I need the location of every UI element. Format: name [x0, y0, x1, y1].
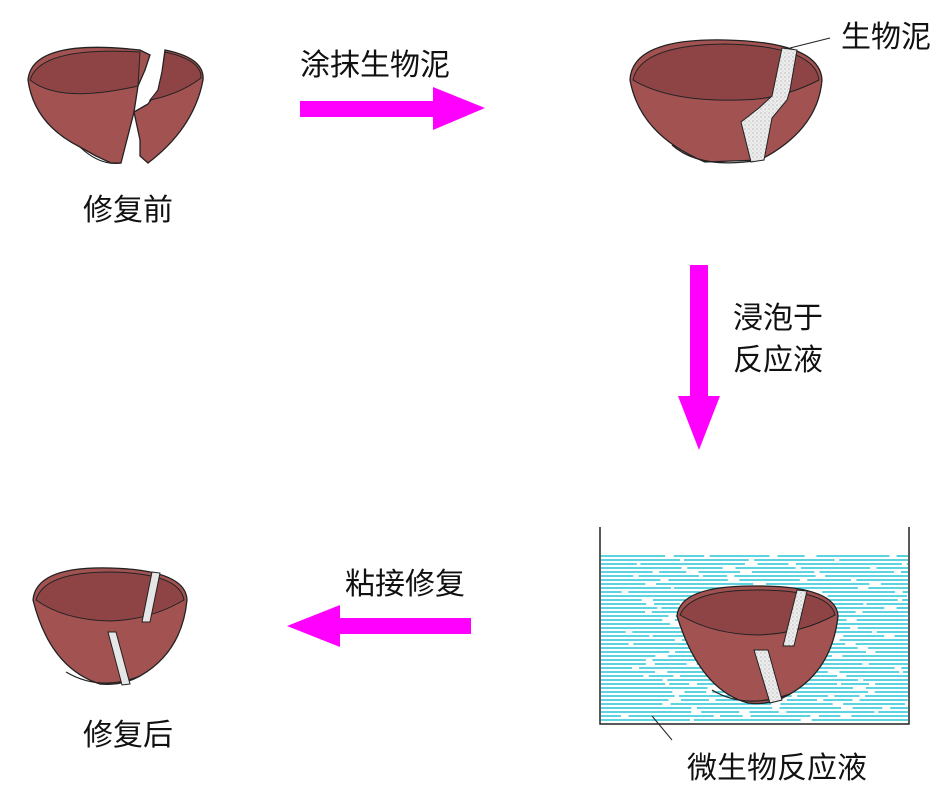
mudded-bowl-icon: [629, 37, 831, 164]
repaired-bowl-seam-top: [141, 571, 161, 623]
repaired-bowl-seam-bottom: [107, 631, 131, 686]
label-before: 修复前: [83, 193, 173, 228]
arrow-down-icon: [678, 265, 720, 450]
broken-bowl-right-inner: [148, 51, 202, 101]
soaking-bowl-mud-bottom: [753, 649, 783, 704]
arrow-left-icon: [287, 605, 471, 647]
soaking-bowl-mud-top: [782, 589, 808, 647]
solution-leader: [651, 715, 673, 741]
label-after: 修复后: [83, 718, 173, 753]
bio-mud-leader: [789, 37, 831, 49]
broken-bowl-foot: [79, 146, 122, 165]
label-bond-repair: 粘接修复: [345, 567, 465, 602]
solution-tank-icon: [599, 527, 910, 741]
tank-walls: [599, 527, 910, 725]
label-bio-mud: 生物泥: [841, 20, 931, 55]
soaking-bowl-icon: [676, 585, 839, 705]
mudded-bowl-inner: [632, 43, 820, 101]
repaired-bowl-foot: [65, 671, 141, 684]
bio-mud-band: [740, 47, 798, 163]
label-soak-line1: 浸泡于: [733, 301, 823, 336]
broken-bowl-left-inner: [29, 50, 141, 95]
arrow-right-icon: [300, 87, 485, 130]
broken-bowl-icon: [27, 46, 204, 165]
repaired-bowl-icon: [32, 567, 188, 686]
label-soak-line2: 反应液: [733, 343, 823, 378]
mudded-bowl-foot: [671, 144, 761, 164]
label-micro-solution: 微生物反应液: [687, 751, 867, 786]
label-apply-mud: 涂抹生物泥: [300, 48, 450, 83]
